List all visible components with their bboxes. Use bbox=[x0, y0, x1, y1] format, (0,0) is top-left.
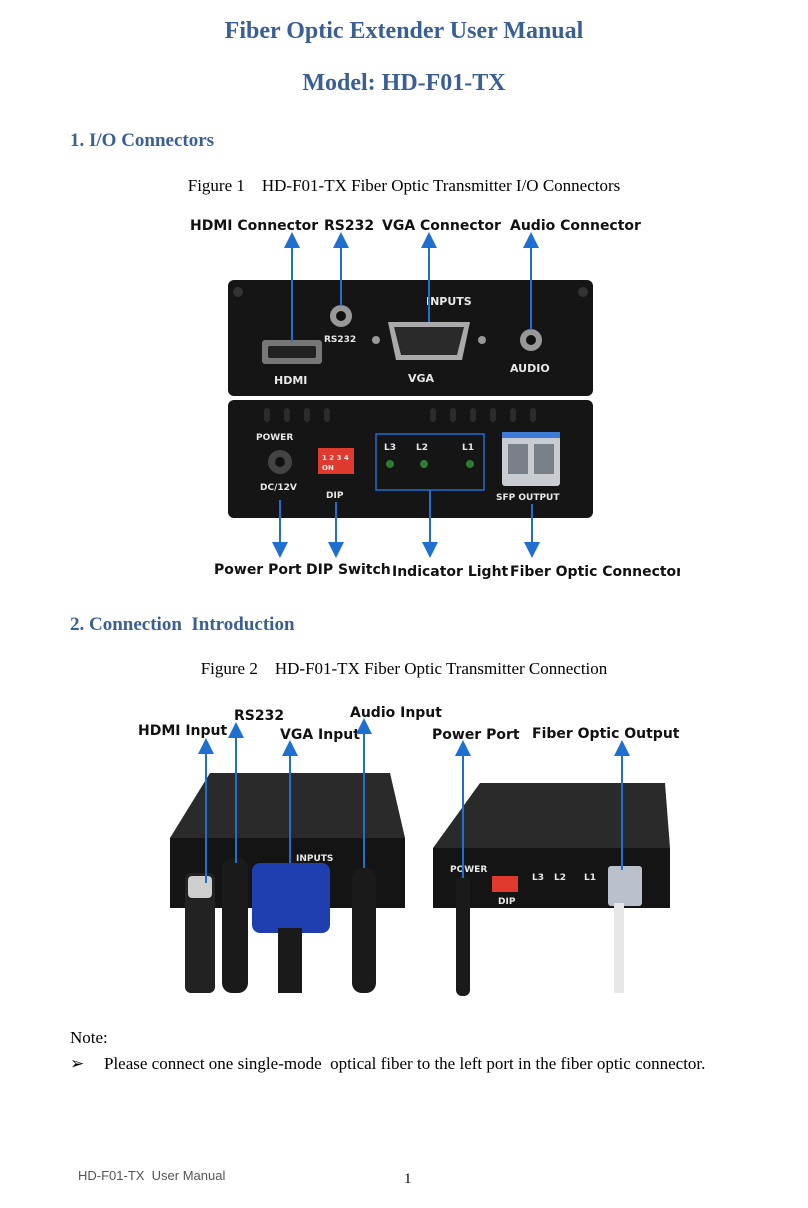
led-l2-icon bbox=[420, 460, 428, 468]
power-cable-icon bbox=[456, 876, 470, 996]
callout-fiber-optic-output: Fiber Optic Output bbox=[532, 726, 680, 742]
dip-switch-icon bbox=[318, 448, 354, 474]
device-l1-label: L1 bbox=[584, 873, 596, 883]
device-inputs-label: INPUTS bbox=[296, 854, 333, 864]
panel-vga-label: VGA bbox=[408, 372, 435, 385]
panel-audio-label: AUDIO bbox=[510, 362, 550, 375]
panel-hdmi-label: HDMI bbox=[274, 374, 307, 387]
device-power-label: POWER bbox=[450, 865, 487, 875]
device-l2-label: L2 bbox=[554, 873, 566, 883]
callout-audio-input: Audio Input bbox=[350, 705, 442, 721]
panel-dc-label: DC/12V bbox=[260, 483, 297, 493]
callout-fiber-optic-connector: Fiber Optic Connector bbox=[510, 564, 680, 580]
note-label: Note: bbox=[70, 1028, 108, 1047]
dip-marks: 1 2 3 4 bbox=[322, 454, 349, 462]
document-title: Fiber Optic Extender User Manual bbox=[224, 18, 584, 44]
panel-sfp-label: SFP OUTPUT bbox=[496, 493, 560, 503]
rs232-cable-icon bbox=[222, 858, 248, 993]
panel-l3-label: L3 bbox=[384, 443, 396, 453]
footer-doc-name: HD-F01-TX User Manual bbox=[78, 1168, 226, 1183]
panel-l2-label: L2 bbox=[416, 443, 428, 453]
callout-dip-switch: DIP Switch bbox=[306, 562, 391, 578]
device-dip-icon bbox=[492, 876, 518, 892]
rear-panel bbox=[228, 400, 593, 518]
callout-power-port-2: Power Port bbox=[432, 727, 520, 743]
led-l1-icon bbox=[466, 460, 474, 468]
figure1-io-connectors: HDMI Connector RS232 VGA Connector Audio… bbox=[190, 218, 680, 580]
page-number: 1 bbox=[404, 1171, 412, 1187]
bullet-arrow-icon: ➢ bbox=[70, 1054, 85, 1073]
panel-dip-label: DIP bbox=[326, 491, 344, 501]
dip-on-label: ON bbox=[322, 464, 334, 472]
section-heading-connection: 2. Connection Introduction bbox=[70, 614, 295, 635]
figure2-connection: HDMI Input RS232 VGA Input Audio Input P… bbox=[138, 705, 680, 996]
figure2-caption: Figure 2 HD-F01-TX Fiber Optic Transmitt… bbox=[200, 659, 608, 678]
section-heading-io: 1. I/O Connectors bbox=[70, 130, 215, 151]
callout-hdmi-connector: HDMI Connector bbox=[190, 218, 318, 234]
led-l3-icon bbox=[386, 460, 394, 468]
note-text: Please connect one single-mode optical f… bbox=[104, 1054, 706, 1073]
callout-audio-connector: Audio Connector bbox=[510, 218, 641, 234]
sfp-fiber-icon bbox=[608, 866, 642, 906]
figure1-caption: Figure 1 HD-F01-TX Fiber Optic Transmitt… bbox=[187, 176, 621, 195]
audio-cable-icon bbox=[352, 868, 376, 993]
note-bullet: ➢ Please connect one single-mode optical … bbox=[70, 1054, 705, 1074]
model-title: Model: HD-F01-TX bbox=[302, 70, 506, 96]
callout-power-port: Power Port bbox=[214, 562, 302, 578]
hdmi-cable-icon bbox=[185, 873, 215, 993]
callout-vga-connector: VGA Connector bbox=[382, 218, 501, 234]
callout-indicator-light: Indicator Light bbox=[392, 564, 509, 580]
panel-inputs-label: INPUTS bbox=[426, 295, 472, 308]
callout-hdmi-input: HDMI Input bbox=[138, 723, 228, 739]
panel-rs232-label: RS232 bbox=[324, 335, 356, 345]
callout-vga-input: VGA Input bbox=[280, 727, 360, 743]
transmitter-top-left bbox=[170, 773, 405, 838]
callout-rs232: RS232 bbox=[324, 218, 374, 234]
panel-l1-label: L1 bbox=[462, 443, 474, 453]
vga-cable-icon bbox=[252, 863, 330, 933]
callout-rs232-input: RS232 bbox=[234, 708, 284, 724]
transmitter-top-right bbox=[433, 783, 670, 848]
panel-power-label: POWER bbox=[256, 433, 293, 443]
device-l3-label: L3 bbox=[532, 873, 544, 883]
device-dip-label: DIP bbox=[498, 897, 516, 907]
